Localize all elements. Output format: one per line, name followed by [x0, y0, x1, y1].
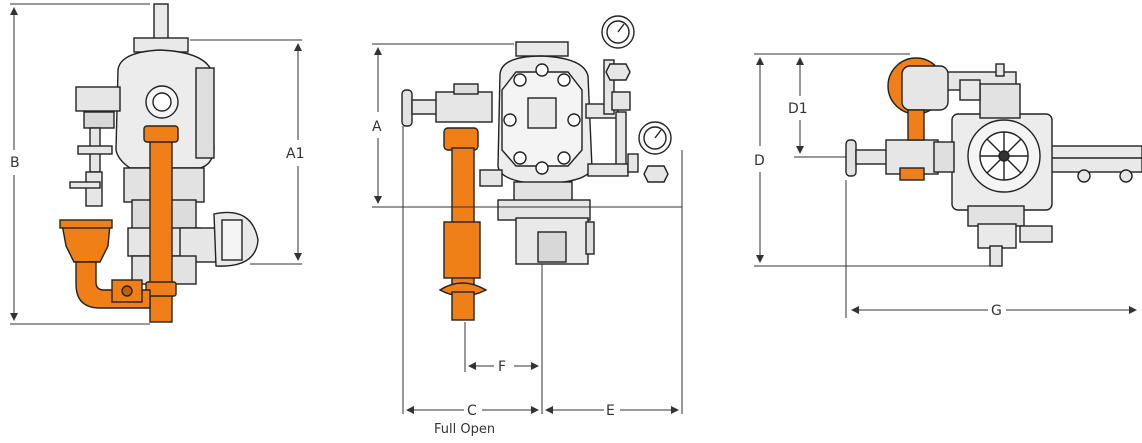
dim-d1: [794, 53, 900, 158]
label-e: E: [606, 403, 615, 419]
dim-a1: [190, 39, 302, 265]
side-drain-pipe: [59, 125, 179, 323]
label-d: D: [754, 153, 765, 169]
label-g: G: [991, 303, 1002, 319]
label-c-note: Full Open: [434, 422, 495, 437]
label-d1: D1: [788, 101, 808, 117]
label-b: B: [10, 155, 20, 171]
label-a: A: [372, 119, 382, 135]
dim-a: [372, 43, 682, 208]
dim-g: [845, 180, 1137, 318]
label-f: F: [498, 359, 506, 375]
label-c: C: [467, 403, 477, 419]
plan-drain-parts: [887, 57, 949, 181]
dim-b: [10, 3, 150, 325]
plan-view: [845, 63, 1142, 267]
front-drain-pipe: [438, 127, 488, 321]
extension-lines-front: [402, 126, 683, 414]
front-view: [401, 15, 672, 265]
label-a1: A1: [286, 146, 304, 162]
